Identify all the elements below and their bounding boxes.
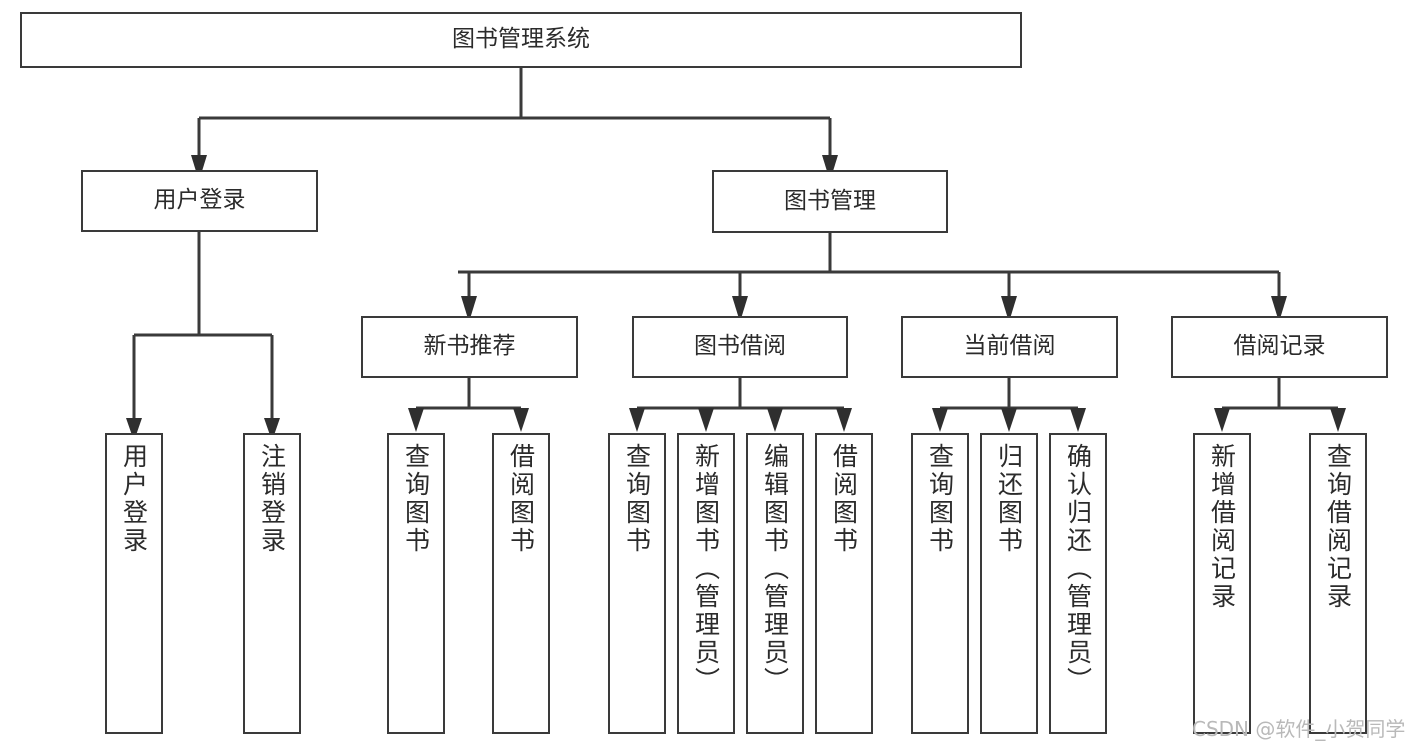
leaf-add-book-label: 新增图书（管理员） — [691, 443, 721, 695]
leaf-borrow-book-1[interactable]: 借阅图书 — [492, 433, 550, 734]
arrowhead-nb-l1 — [408, 408, 424, 432]
leaf-user-login[interactable]: 用户登录 — [105, 433, 163, 734]
arrowhead-cb-l1 — [932, 408, 948, 432]
arrowhead-bb-l3 — [767, 408, 783, 432]
arrowhead-bb-l1 — [629, 408, 645, 432]
leaf-query-book-1[interactable]: 查询图书 — [387, 433, 445, 734]
node-current-borrow-label: 当前借阅 — [963, 333, 1056, 360]
leaf-add-book[interactable]: 新增图书（管理员） — [677, 433, 735, 734]
node-new-book-recommend-label: 新书推荐 — [423, 333, 516, 360]
node-user-login-label: 用户登录 — [153, 187, 246, 214]
node-current-borrow[interactable]: 当前借阅 — [901, 316, 1118, 378]
leaf-query-book-3[interactable]: 查询图书 — [911, 433, 969, 734]
node-borrow-record-label: 借阅记录 — [1233, 333, 1326, 360]
leaf-edit-book[interactable]: 编辑图书（管理员） — [746, 433, 804, 734]
leaf-borrow-book-2-label: 借阅图书 — [829, 443, 859, 555]
node-root-label: 图书管理系统 — [452, 26, 590, 53]
leaf-add-borrow-record-label: 新增借阅记录 — [1207, 443, 1237, 611]
leaf-query-book-1-label: 查询图书 — [401, 443, 431, 555]
node-book-manage[interactable]: 图书管理 — [712, 170, 948, 233]
node-book-borrow[interactable]: 图书借阅 — [632, 316, 848, 378]
leaf-query-borrow-record[interactable]: 查询借阅记录 — [1309, 433, 1367, 734]
arrowheads — [126, 155, 1346, 441]
node-root[interactable]: 图书管理系统 — [20, 12, 1022, 68]
leaf-add-borrow-record[interactable]: 新增借阅记录 — [1193, 433, 1251, 734]
arrowhead-br-l2 — [1330, 408, 1346, 432]
arrowhead-bb-l2 — [698, 408, 714, 432]
leaf-return-book-label: 归还图书 — [994, 443, 1024, 555]
arrowhead-leaf-user-login — [126, 418, 142, 441]
node-book-borrow-label: 图书借阅 — [694, 333, 786, 360]
arrowhead-nb-l2 — [513, 408, 529, 432]
leaf-query-borrow-record-label: 查询借阅记录 — [1323, 443, 1353, 611]
leaf-edit-book-label: 编辑图书（管理员） — [760, 443, 790, 695]
arrowhead-bb-l4 — [836, 408, 852, 432]
arrowhead-bookmanage — [822, 155, 838, 181]
leaf-confirm-return-label: 确认归还（管理员） — [1063, 443, 1093, 695]
arrowhead-leaf-logout — [264, 418, 280, 441]
leaf-logout[interactable]: 注销登录 — [243, 433, 301, 734]
leaf-borrow-book-2[interactable]: 借阅图书 — [815, 433, 873, 734]
arrowhead-borrowrecord — [1271, 296, 1287, 322]
leaf-return-book[interactable]: 归还图书 — [980, 433, 1038, 734]
arrowhead-br-l1 — [1214, 408, 1230, 432]
leaf-query-book-3-label: 查询图书 — [925, 443, 955, 555]
leaf-query-book-2[interactable]: 查询图书 — [608, 433, 666, 734]
arrowhead-newbook — [461, 296, 477, 322]
arrowhead-userlogin — [191, 155, 207, 181]
node-user-login[interactable]: 用户登录 — [81, 170, 318, 232]
node-borrow-record[interactable]: 借阅记录 — [1171, 316, 1388, 378]
leaf-confirm-return[interactable]: 确认归还（管理员） — [1049, 433, 1107, 734]
leaf-logout-label: 注销登录 — [257, 443, 287, 555]
node-book-manage-label: 图书管理 — [784, 187, 876, 214]
arrowhead-bookborrow — [732, 296, 748, 322]
leaf-borrow-book-1-label: 借阅图书 — [506, 443, 536, 555]
leaf-user-login-label: 用户登录 — [119, 443, 149, 555]
leaf-query-book-2-label: 查询图书 — [622, 443, 652, 555]
arrowhead-cb-l3 — [1070, 408, 1086, 432]
node-new-book-recommend[interactable]: 新书推荐 — [361, 316, 578, 378]
arrowhead-currentborrow — [1001, 296, 1017, 322]
arrowhead-cb-l2 — [1001, 408, 1017, 432]
